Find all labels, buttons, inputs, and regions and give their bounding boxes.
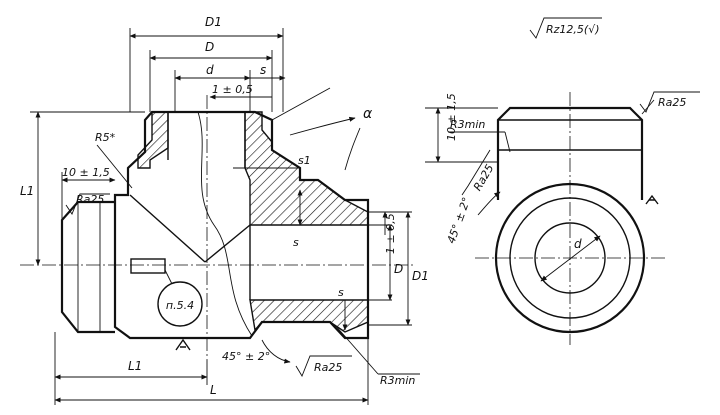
dim-d-top-label: d (206, 63, 214, 77)
dim-tol-right-label: 1 ± 0,5 (384, 213, 397, 254)
dim-D-right-label: D (394, 262, 403, 276)
weld-symbol-bottom (175, 338, 191, 351)
angle-bottom-arc (261, 339, 291, 364)
r5-leader (96, 144, 133, 189)
hatch-top-right (244, 111, 369, 226)
ra25-bottom-label: Ra25 (314, 361, 342, 374)
intersection-curve-2 (204, 224, 251, 263)
side-branch-top (496, 106, 644, 162)
r3min-bottom-label: R3min (380, 374, 415, 387)
dim-alpha-ext (271, 87, 331, 121)
angle-side-label: 45° ± 2° (445, 195, 474, 245)
ra25-right-label: Ra25 (658, 96, 686, 109)
angle-bottom-label: 45° ± 2° (222, 350, 270, 363)
ra25-side-symbol (461, 149, 491, 196)
r3min-side-leader (504, 131, 511, 153)
note-label: п.5.4 (166, 299, 194, 312)
intersection-curve-1 (129, 194, 206, 263)
dim-tol-top-label: 1 ± 0,5 (212, 83, 253, 96)
note-leader (164, 269, 173, 285)
dim-10-left-label: 10 ± 1,5 (62, 166, 110, 179)
dim-s-top-label: s (260, 63, 266, 77)
dim-alpha-arc-lower (344, 127, 361, 171)
dim-s-bottom-label: s (338, 286, 344, 299)
ra25-right-symbol (639, 91, 700, 113)
dim-L-label: L (210, 383, 217, 397)
dim-D1-top-label: D1 (205, 15, 222, 29)
left-pipe-end (60, 200, 115, 334)
dim-L1-left-label: L1 (20, 184, 34, 198)
dim-D1-right-label: D1 (412, 269, 429, 283)
angle-side-arc (477, 191, 501, 216)
marking-plate (130, 258, 166, 274)
front-view: п.5.4 D1 D d s 1 ± 0,5 α R5* 10 ± 1,5 (20, 15, 429, 405)
ra-general-label: Rz12,5(√) (546, 23, 600, 36)
dim-alpha-label: α (363, 106, 373, 122)
dim-L1-bottom-label: L1 (128, 359, 142, 373)
r3min-bottom-leader (334, 324, 379, 375)
r5-label: R5* (95, 131, 116, 144)
r3min-side-label: R3min (450, 118, 485, 131)
ra25-side-label: Ra25 (471, 162, 496, 193)
ra25-right-leader (641, 99, 655, 115)
dim-s1-label: s1 (298, 154, 311, 167)
dim-alpha-arc (289, 116, 356, 136)
dim-10-side-label: 10 ± 1,5 (445, 93, 458, 141)
ra25-bottom-symbol (295, 355, 352, 378)
ra25-left-label: Ra25 (76, 193, 104, 206)
ra-general-symbol (529, 17, 602, 39)
ra25-left-symbol (65, 193, 110, 215)
hatch-bottom (249, 299, 369, 333)
hatch-top-left (137, 111, 169, 169)
dim-d-side (540, 235, 601, 282)
dim-D-top-label: D (205, 40, 214, 54)
note-circle (157, 281, 203, 327)
dim-s-small-label: s (293, 236, 299, 249)
dim-d-side-label: d (574, 237, 582, 251)
weld-symbol-side (645, 194, 659, 205)
side-view: Rz12,5(√) d 10 ± 1,5 R3min Ra25 Ra25 (425, 17, 700, 345)
break-line (197, 111, 253, 337)
